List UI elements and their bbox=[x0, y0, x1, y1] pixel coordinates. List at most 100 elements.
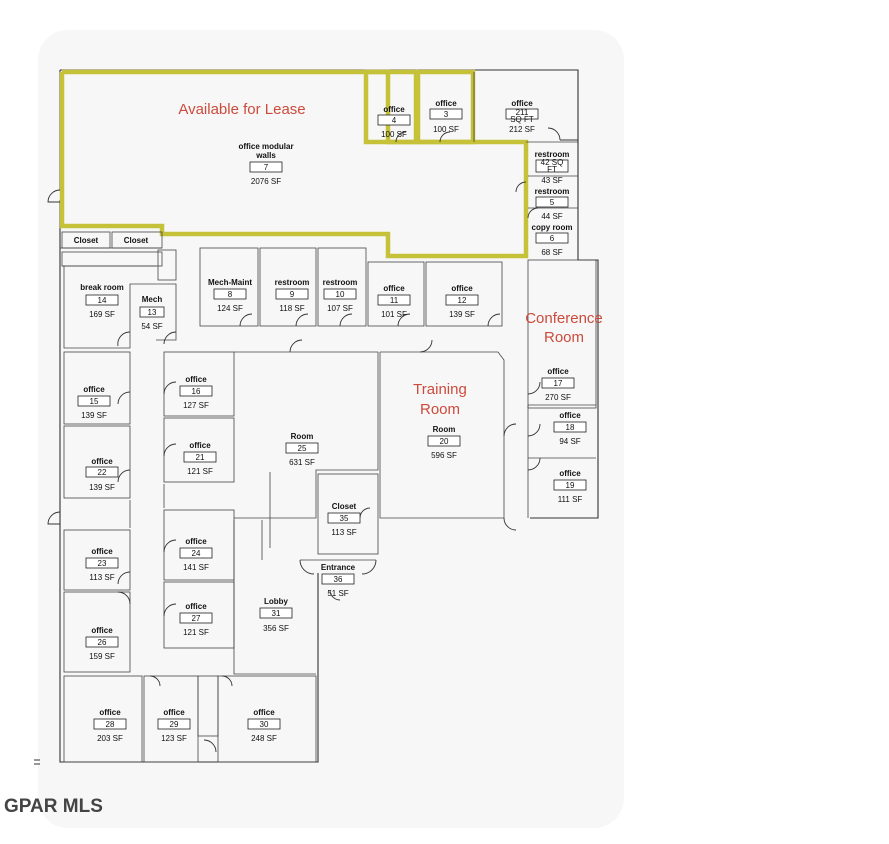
room-35: Closet 35 113 SF bbox=[327, 502, 361, 537]
svg-text:211: 211 bbox=[516, 108, 529, 117]
svg-text:8: 8 bbox=[228, 290, 233, 299]
svg-text:office: office bbox=[435, 99, 457, 108]
svg-text:23: 23 bbox=[98, 559, 107, 568]
svg-text:break room: break room bbox=[80, 283, 124, 292]
svg-text:Lobby: Lobby bbox=[264, 597, 289, 606]
svg-text:121 SF: 121 SF bbox=[183, 628, 209, 637]
svg-text:FT: FT bbox=[547, 165, 557, 174]
svg-text:28: 28 bbox=[106, 720, 115, 729]
available-for-lease-label: Available for Lease bbox=[178, 101, 305, 118]
room-27: office 27 121 SF bbox=[179, 602, 213, 637]
room-31: Lobby 31 356 SF bbox=[259, 597, 293, 633]
svg-text:office: office bbox=[451, 284, 473, 293]
svg-text:31: 31 bbox=[272, 609, 281, 618]
room-23: office 23 113 SF bbox=[85, 547, 119, 582]
svg-text:restroom: restroom bbox=[275, 278, 310, 287]
svg-text:Room: Room bbox=[291, 432, 314, 441]
svg-text:SQ FT: SQ FT bbox=[510, 115, 534, 124]
svg-text:25: 25 bbox=[298, 444, 307, 453]
svg-text:12: 12 bbox=[458, 296, 467, 305]
svg-text:office: office bbox=[163, 708, 185, 717]
room-30: office 30 248 SF bbox=[247, 708, 281, 743]
room-22: office 22 139 SF bbox=[85, 457, 119, 492]
svg-text:26: 26 bbox=[98, 638, 107, 647]
svg-text:office: office bbox=[547, 367, 569, 376]
svg-text:Mech: Mech bbox=[142, 295, 163, 304]
svg-text:9: 9 bbox=[290, 290, 295, 299]
svg-text:24: 24 bbox=[192, 549, 201, 558]
svg-text:44 SF: 44 SF bbox=[541, 212, 562, 221]
svg-text:16: 16 bbox=[192, 387, 201, 396]
room-20: Room 20 596 SF bbox=[427, 425, 461, 460]
svg-text:118 SF: 118 SF bbox=[279, 304, 304, 313]
room-15: office 15 139 SF bbox=[77, 385, 111, 420]
svg-text:Room: Room bbox=[433, 425, 456, 434]
room-3: office 3 100 SF bbox=[429, 99, 463, 134]
svg-text:42 SQ: 42 SQ bbox=[541, 158, 564, 167]
room-28: office 28 203 SF bbox=[93, 708, 127, 743]
svg-text:107 SF: 107 SF bbox=[327, 304, 353, 313]
room-24: office 24 141 SF bbox=[179, 537, 213, 572]
room-11: office 11 101 SF bbox=[377, 284, 411, 319]
svg-text:54 SF: 54 SF bbox=[141, 322, 162, 331]
room-12: office 12 139 SF bbox=[445, 284, 479, 319]
svg-text:office: office bbox=[185, 537, 207, 546]
svg-text:139 SF: 139 SF bbox=[89, 483, 115, 492]
room-13: Mech 13 54 SF bbox=[139, 295, 165, 331]
svg-text:212 SF: 212 SF bbox=[509, 125, 535, 134]
svg-text:office: office bbox=[559, 469, 581, 478]
svg-text:17: 17 bbox=[554, 379, 563, 388]
room-9: restroom 9 118 SF bbox=[275, 278, 310, 313]
svg-text:office: office bbox=[189, 441, 211, 450]
svg-text:100 SF: 100 SF bbox=[433, 125, 459, 134]
svg-text:631 SF: 631 SF bbox=[289, 458, 315, 467]
svg-text:Closet: Closet bbox=[332, 502, 357, 511]
room-25: Room 25 631 SF bbox=[285, 432, 319, 467]
svg-text:Entrance: Entrance bbox=[321, 563, 356, 572]
room-29: office 29 123 SF bbox=[157, 708, 191, 743]
svg-text:139 SF: 139 SF bbox=[81, 411, 107, 420]
svg-text:office: office bbox=[511, 99, 533, 108]
svg-text:18: 18 bbox=[566, 423, 575, 432]
svg-text:2076 SF: 2076 SF bbox=[251, 177, 281, 186]
svg-text:office: office bbox=[559, 411, 581, 420]
room-19: office 19 111 SF bbox=[553, 469, 587, 504]
svg-text:restroom: restroom bbox=[535, 150, 570, 159]
training-room-label-line2: Room bbox=[420, 401, 460, 418]
svg-text:111 SF: 111 SF bbox=[558, 495, 583, 504]
svg-text:169 SF: 169 SF bbox=[89, 310, 115, 319]
room-16: office 16 127 SF bbox=[179, 375, 213, 410]
svg-text:124 SF: 124 SF bbox=[217, 304, 243, 313]
door-swings bbox=[34, 127, 561, 765]
room-42: restroom 42 SQ FT 43 SF bbox=[535, 150, 570, 185]
svg-text:office: office bbox=[383, 284, 405, 293]
svg-text:4: 4 bbox=[392, 116, 397, 125]
svg-text:14: 14 bbox=[98, 296, 107, 305]
svg-text:copy room: copy room bbox=[532, 223, 573, 232]
svg-text:127 SF: 127 SF bbox=[183, 401, 209, 410]
svg-text:123 SF: 123 SF bbox=[161, 734, 187, 743]
svg-text:101 SF: 101 SF bbox=[381, 310, 407, 319]
svg-text:159 SF: 159 SF bbox=[89, 652, 115, 661]
svg-text:3: 3 bbox=[444, 110, 449, 119]
watermark-text: GPAR MLS bbox=[4, 796, 103, 817]
room-18: office 18 94 SF bbox=[553, 411, 587, 446]
room-8: Mech-Maint 8 124 SF bbox=[208, 278, 252, 313]
svg-text:office: office bbox=[253, 708, 275, 717]
svg-text:office: office bbox=[185, 375, 207, 384]
room-211: office 211 SQ FT 212 SF bbox=[505, 99, 539, 134]
svg-text:10: 10 bbox=[336, 290, 345, 299]
svg-text:Mech-Maint: Mech-Maint bbox=[208, 278, 252, 287]
svg-text:13: 13 bbox=[148, 308, 157, 317]
svg-text:19: 19 bbox=[566, 481, 575, 490]
room-4: office 4 100 SF bbox=[377, 105, 411, 139]
svg-text:22: 22 bbox=[98, 468, 107, 477]
svg-text:restroom: restroom bbox=[323, 278, 358, 287]
svg-text:139 SF: 139 SF bbox=[449, 310, 475, 319]
room-14: break room 14 169 SF bbox=[80, 283, 124, 319]
svg-text:walls: walls bbox=[255, 151, 276, 160]
svg-text:356 SF: 356 SF bbox=[263, 624, 289, 633]
svg-text:29: 29 bbox=[170, 720, 179, 729]
closet-a: Closet bbox=[74, 236, 99, 245]
